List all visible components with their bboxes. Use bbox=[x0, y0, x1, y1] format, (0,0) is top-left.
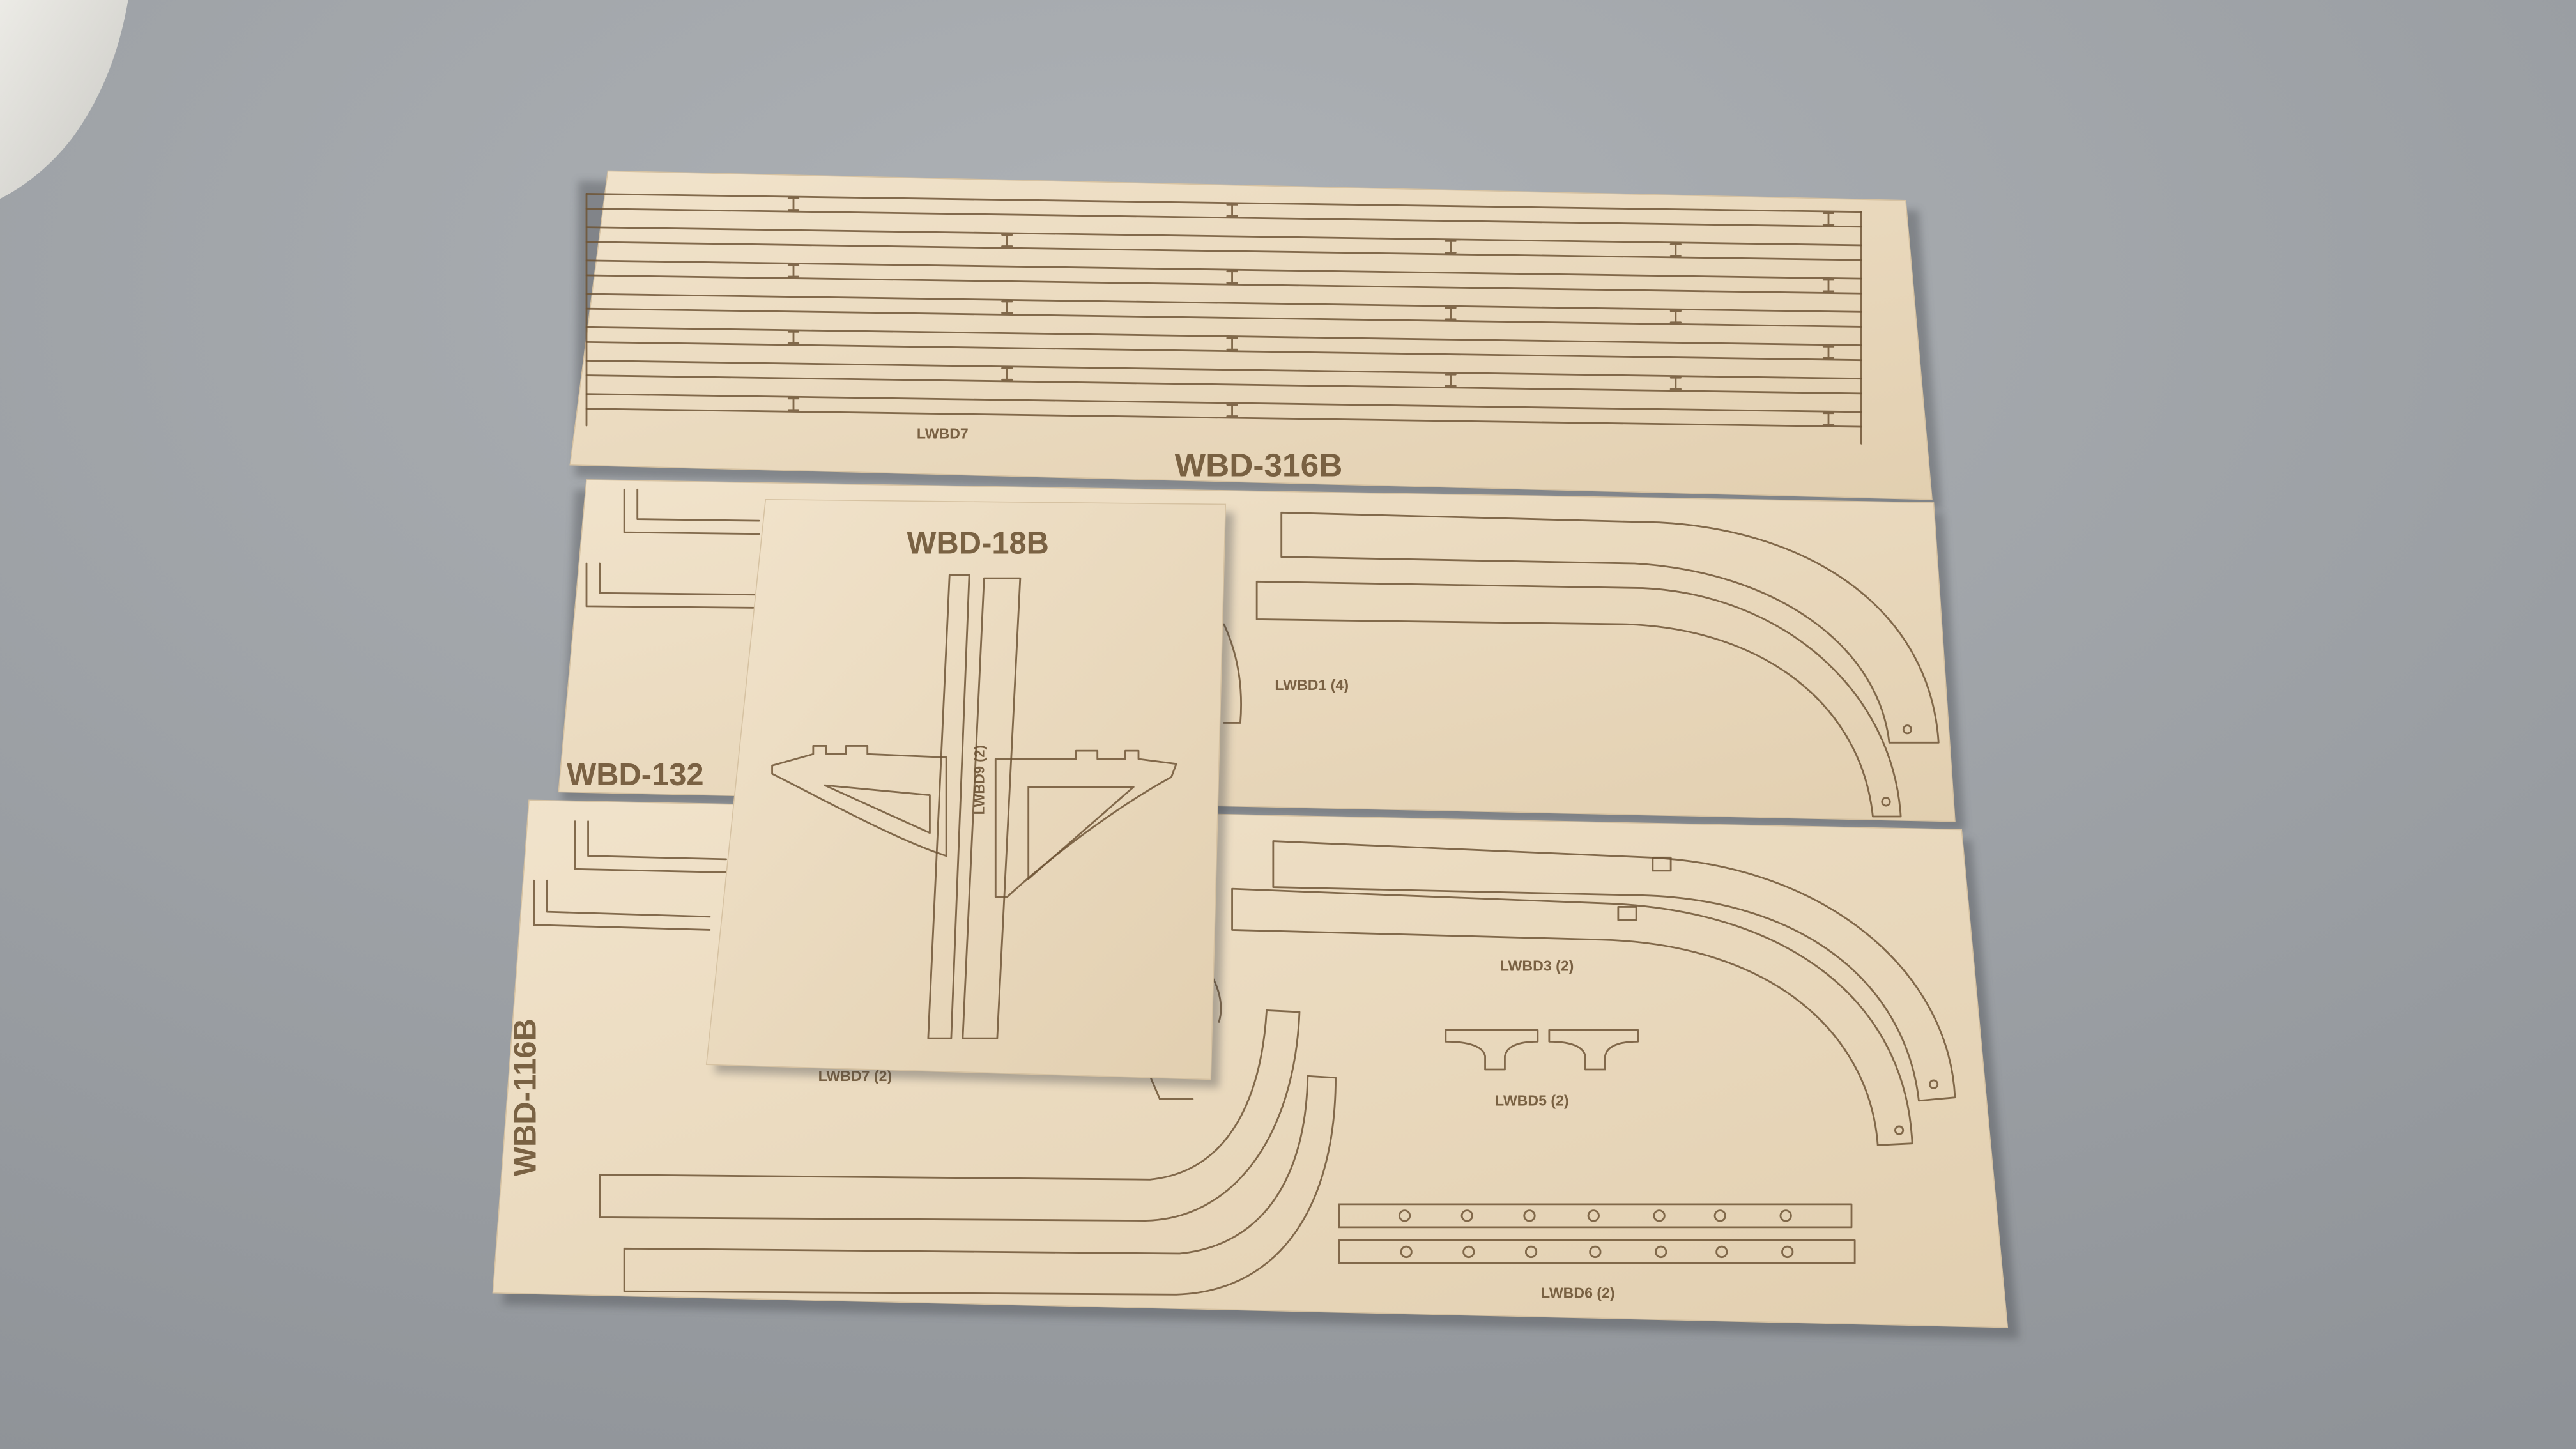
tab-mark bbox=[1669, 310, 1682, 324]
tab-notch bbox=[1652, 856, 1672, 872]
bolt-hole bbox=[1779, 1209, 1792, 1222]
pin-hole bbox=[1902, 724, 1913, 735]
bracket-engraving bbox=[771, 745, 947, 857]
engraved-line bbox=[585, 408, 1862, 428]
bolt-hole bbox=[1655, 1245, 1667, 1259]
bar-holes bbox=[1398, 1209, 1794, 1259]
tab-mark bbox=[1226, 203, 1238, 217]
part-label-lwbd6: LWBD6 (2) bbox=[1541, 1284, 1615, 1301]
tab-mark bbox=[1822, 412, 1835, 426]
tab-mark bbox=[787, 330, 800, 344]
tab-mark bbox=[787, 264, 800, 278]
bolt-hole bbox=[1460, 1209, 1473, 1222]
tab-mark bbox=[1001, 367, 1013, 381]
sheet-wbd-18b: WBD-18B LWBD9 (2) bbox=[705, 498, 1234, 1088]
bolt-hole bbox=[1400, 1245, 1413, 1259]
tab-mark bbox=[1445, 240, 1457, 254]
bar-engraving bbox=[1338, 1239, 1856, 1264]
part-label-lwbd3: LWBD3 (2) bbox=[1500, 958, 1574, 974]
curved-strip-engraving bbox=[623, 1075, 1337, 1296]
pin-hole bbox=[1881, 797, 1891, 807]
tab-mark bbox=[1445, 373, 1457, 387]
sheet-label: WBD-132 bbox=[567, 758, 703, 792]
engraved-line bbox=[585, 360, 1862, 380]
curved-strip-engraving bbox=[1231, 887, 1913, 1146]
engraved-line bbox=[585, 341, 1862, 362]
tab-mark bbox=[1445, 307, 1457, 321]
part-label-lwbd5: LWBD5 (2) bbox=[1495, 1092, 1569, 1109]
engraved-line bbox=[585, 241, 1862, 261]
bracket-cutout bbox=[824, 784, 931, 834]
cloth bbox=[0, 0, 128, 199]
tab-mark bbox=[1822, 279, 1835, 293]
sheet-label: WBD-116B bbox=[508, 1018, 542, 1176]
engraved-line bbox=[585, 293, 1862, 313]
tab-mark bbox=[1001, 234, 1013, 247]
tab-mark bbox=[1822, 345, 1835, 359]
l-strip-engraving bbox=[585, 562, 760, 609]
engraved-line bbox=[585, 193, 1862, 213]
curved-strip-engraving bbox=[599, 1009, 1301, 1222]
sheet-board bbox=[569, 170, 1933, 500]
curved-strip-engraving bbox=[1255, 580, 1902, 818]
curved-strip-engraving bbox=[1272, 840, 1956, 1102]
bracket-cutout bbox=[1027, 786, 1135, 880]
bolt-hole bbox=[1653, 1209, 1666, 1222]
engraved-line bbox=[585, 274, 1862, 295]
part-label-lwbd1: LWBD1 (4) bbox=[1275, 677, 1349, 693]
l-strip-engraving bbox=[574, 820, 727, 873]
tab-mark bbox=[787, 197, 800, 211]
bolt-hole bbox=[1524, 1245, 1538, 1259]
engraved-line bbox=[585, 208, 1862, 228]
bolt-hole bbox=[1587, 1209, 1600, 1222]
sheet-wbd-316b: LWBD7 WBD-316B bbox=[569, 170, 1942, 510]
tab-mark bbox=[1001, 300, 1013, 314]
tab-mark bbox=[1822, 212, 1835, 226]
engraved-line bbox=[585, 259, 1862, 280]
post-strip-engraving bbox=[927, 574, 970, 1039]
tab-mark bbox=[1669, 243, 1682, 257]
bolt-hole bbox=[1523, 1209, 1536, 1222]
pin-hole bbox=[1894, 1125, 1905, 1135]
bolt-hole bbox=[1713, 1209, 1726, 1222]
tab-mark bbox=[787, 397, 800, 411]
part-label-lwbd9: LWBD9 (2) bbox=[971, 745, 987, 815]
sheet-label: WBD-18B bbox=[907, 526, 1049, 561]
tee-engraving bbox=[1445, 1029, 1539, 1071]
pin-hole bbox=[1928, 1079, 1939, 1089]
strip-engravings bbox=[585, 193, 1862, 445]
engraved-line bbox=[585, 374, 1862, 395]
l-strip-engraving bbox=[623, 488, 760, 535]
tab-mark bbox=[1669, 376, 1682, 390]
bolt-hole bbox=[1715, 1245, 1728, 1259]
bracket-engraving bbox=[994, 749, 1177, 898]
l-strip-engraving bbox=[533, 879, 711, 931]
sheet-board bbox=[705, 498, 1227, 1080]
engraved-line bbox=[585, 226, 1862, 247]
part-label-lwbd7: LWBD7 bbox=[917, 425, 969, 442]
bolt-hole bbox=[1781, 1245, 1794, 1259]
bar-engraving bbox=[1338, 1203, 1853, 1229]
bolt-hole bbox=[1462, 1245, 1475, 1259]
engraved-line bbox=[585, 393, 1862, 413]
engraved-line bbox=[585, 307, 1862, 328]
tee-engraving bbox=[1548, 1029, 1639, 1071]
curved-strip-engraving bbox=[1280, 511, 1940, 744]
post-strip-engraving bbox=[962, 577, 1022, 1039]
tab-mark bbox=[1226, 337, 1238, 351]
sheet-label: WBD-316B bbox=[1175, 447, 1343, 484]
tab-notch bbox=[1617, 906, 1637, 921]
bolt-hole bbox=[1589, 1245, 1602, 1259]
bolt-hole bbox=[1398, 1209, 1411, 1222]
tab-mark bbox=[1226, 404, 1238, 417]
tab-mark bbox=[1226, 270, 1238, 284]
engraved-line bbox=[585, 326, 1862, 346]
